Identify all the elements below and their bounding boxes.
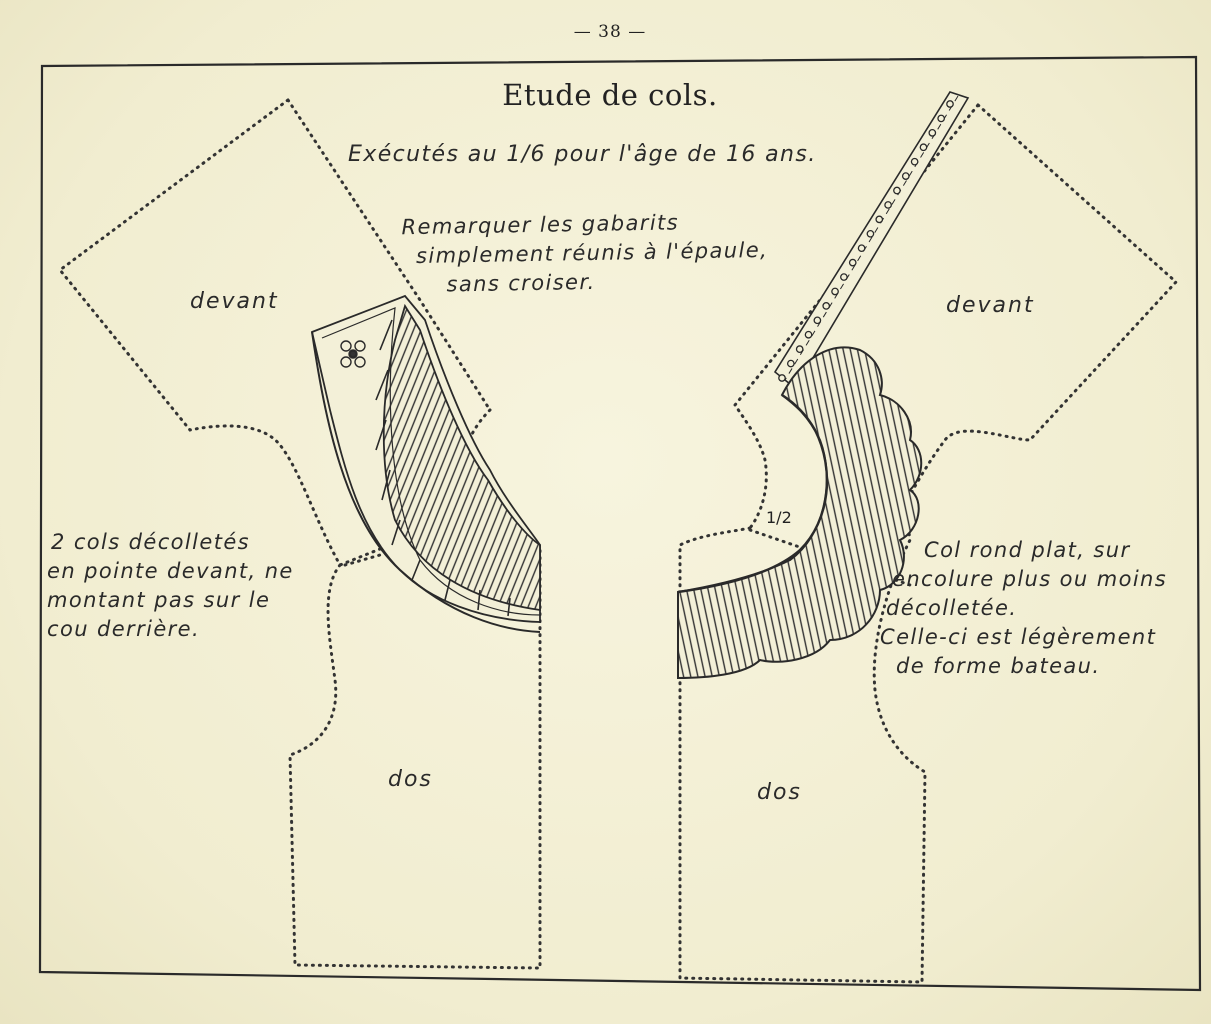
right-back-label: dos bbox=[757, 780, 802, 805]
right-button-strip bbox=[773, 91, 970, 390]
note-line: en pointe devant, ne bbox=[47, 559, 294, 583]
strip-button-icon bbox=[840, 273, 848, 281]
strip-button-icon bbox=[786, 359, 795, 368]
note-line: décolletée. bbox=[886, 596, 1018, 620]
strip-buttons bbox=[778, 100, 954, 382]
left-front-label: devant bbox=[190, 289, 279, 314]
left-collar bbox=[310, 294, 541, 633]
strip-button-icon bbox=[866, 229, 875, 238]
left-shoulder-line bbox=[343, 543, 417, 567]
note-line: Celle-ci est légèrement bbox=[880, 625, 1157, 649]
left-back-label: dos bbox=[388, 767, 433, 792]
right-collar bbox=[677, 346, 923, 680]
strip-button-icon bbox=[893, 186, 901, 195]
strip-button-icon bbox=[848, 258, 857, 267]
remark-note: Remarquer les gabarits simplement réunis… bbox=[401, 207, 769, 300]
strip-button-icon bbox=[919, 143, 928, 152]
note-line: de forme bateau. bbox=[896, 654, 1101, 678]
right-collar-note: Col rond plat, sur encolure plus ou moin… bbox=[880, 536, 1167, 681]
page-number: — 38 — bbox=[573, 22, 647, 42]
left-collar-note: 2 cols décolletés en pointe devant, ne m… bbox=[47, 528, 294, 644]
right-front-pattern bbox=[733, 103, 1179, 530]
frame-border bbox=[38, 55, 1202, 992]
subtitle: Exécutés au 1/6 pour l'âge de 16 ans. bbox=[348, 142, 817, 167]
remark-line: sans croiser. bbox=[446, 269, 596, 297]
strip-button-icon bbox=[804, 330, 813, 339]
strip-button-icon bbox=[875, 215, 884, 224]
strip-button-icon bbox=[857, 244, 866, 253]
right-back-pattern bbox=[678, 503, 927, 984]
strip-button-icon bbox=[884, 201, 892, 209]
strip-button-icon bbox=[795, 345, 804, 354]
strip-button-icon bbox=[928, 128, 937, 137]
strip-button-icon bbox=[778, 374, 786, 382]
note-line: encolure plus ou moins bbox=[892, 567, 1168, 591]
note-line: cou derrière. bbox=[47, 617, 201, 641]
strip-button-icon bbox=[937, 114, 946, 123]
note-line: 2 cols décolletés bbox=[51, 530, 251, 554]
strip-button-icon bbox=[831, 287, 839, 296]
strip-button-icon bbox=[946, 100, 954, 108]
strip-button-icon bbox=[822, 302, 831, 310]
page-title: Etude de cols. bbox=[502, 78, 718, 112]
note-line: Col rond plat, sur bbox=[924, 538, 1131, 562]
embroidery-flower-icon bbox=[340, 340, 366, 368]
fraction-mark: 1/2 bbox=[766, 508, 792, 527]
left-back-pattern bbox=[288, 546, 542, 970]
right-front-label: devant bbox=[946, 293, 1035, 318]
strip-button-icon bbox=[813, 316, 822, 325]
strip-button-icon bbox=[901, 172, 910, 180]
note-line: montant pas sur le bbox=[47, 588, 271, 612]
remark-line: simplement réunis à l'épaule, bbox=[415, 237, 769, 268]
strip-button-icon bbox=[910, 157, 919, 166]
